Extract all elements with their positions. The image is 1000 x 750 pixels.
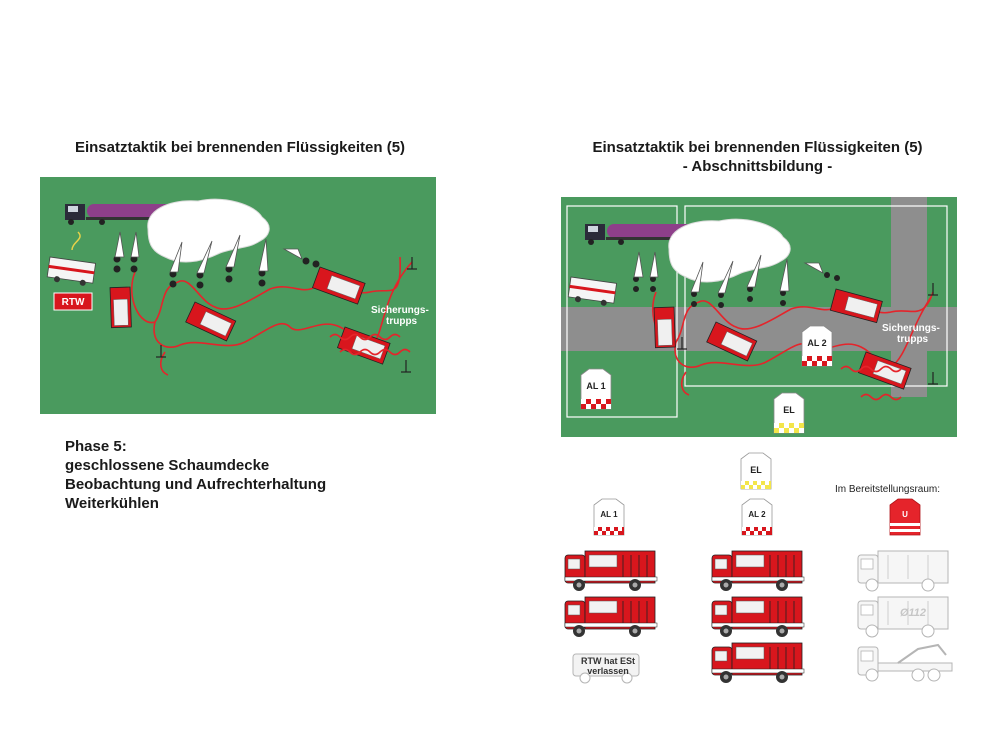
ambulance-icon (46, 256, 97, 286)
legend-vest-al1-icon: AL 1 (593, 498, 625, 536)
hydrant-icon (156, 257, 417, 373)
phase-description: Phase 5: geschlossene Schaumdecke Beobac… (65, 437, 326, 513)
fire-truck-4-icon (336, 326, 391, 365)
legend-vest-el-icon: EL (740, 452, 772, 490)
fire-truck-1-icon (653, 306, 676, 349)
fire-truck-2-icon (185, 301, 237, 342)
phase-line-1: geschlossene Schaumdecke (65, 457, 270, 474)
section-2-boundary (684, 205, 948, 387)
vest-al2-icon: AL 2 (801, 325, 833, 367)
ambulance-icon (567, 276, 618, 306)
safety-teams-label-1: Sicherungs- (371, 305, 429, 316)
vest-al1-icon: AL 1 (580, 368, 612, 410)
ambulance-line (71, 231, 81, 251)
legend-rtw-note-1: RTW hat ESt (581, 656, 635, 666)
legend-vest-al2-icon: AL 2 (741, 498, 773, 536)
phase-heading: Phase 5: (65, 438, 127, 455)
legend-vest-u-icon: U (889, 498, 921, 536)
safety-teams-label-1: Sicherungs- (882, 323, 940, 334)
nozzle-teams (113, 255, 320, 289)
legend-fire-truck-5-icon (711, 642, 805, 684)
legend-fire-truck-3-icon (711, 550, 805, 592)
section-1-boundary (566, 205, 678, 418)
foam-streams (114, 231, 303, 274)
right-diagram-canvas: Sicherungs- trupps AL 1 AL 2 EL (561, 197, 957, 434)
nozzle-teams (633, 272, 840, 308)
rtw-label: RTW (62, 297, 85, 308)
safety-teams-label-2: trupps (897, 334, 929, 345)
legend-standby-crane-truck-icon (857, 643, 953, 682)
right-title-line1: Einsatztaktik bei brennenden Flüssigkeit… (592, 139, 923, 156)
tanker-truck-icon (65, 204, 178, 225)
coiled-hose-1 (329, 333, 401, 341)
left-diagram-canvas: RTW Sicherungs- trupps (46, 198, 429, 376)
foam-blanket-icon (668, 218, 791, 283)
foam-blanket-icon (147, 198, 270, 263)
left-slide-title: Einsatztaktik bei brennenden Flüssigkeit… (40, 138, 440, 157)
right-title-line2: - Abschnittsbildung - (682, 158, 833, 175)
legend-fire-truck-4-icon (711, 596, 805, 638)
right-tactical-diagram: Sicherungs- trupps AL 1 AL 2 EL (561, 197, 957, 437)
safety-teams-label-2: trupps (386, 316, 418, 327)
fire-truck-4-icon (857, 351, 912, 390)
legend-standby-truck-1-icon (857, 550, 949, 592)
legend-fire-truck-2-icon (564, 596, 658, 638)
left-tactical-diagram: RTW Sicherungs- trupps (40, 177, 436, 414)
legend-vest-al2-label: AL 2 (748, 510, 766, 519)
vest-el-icon: EL (773, 392, 805, 434)
resource-legend: EL AL 1 AL 2 U RTW hat ESt verlassen Ø11… (564, 452, 953, 684)
legend-vest-al1-label: AL 1 (600, 510, 618, 519)
phase-line-2: Beobachtung und Aufrechterhaltung (65, 476, 327, 493)
vest-al2-label: AL 2 (807, 338, 826, 348)
phase-line-3: Weiterkühlen (65, 495, 159, 512)
legend-vest-u-label: U (902, 510, 908, 519)
fire-truck-3-icon (829, 288, 883, 324)
vest-el-label: EL (783, 405, 795, 415)
left-title-text: Einsatztaktik bei brennenden Flüssigkeit… (74, 139, 406, 156)
hydrant-icon (677, 283, 938, 385)
coiled-hose-2 (339, 348, 411, 356)
legend-standby-truck-2-icon: Ø112 (857, 596, 949, 638)
rtw-badge (53, 292, 93, 311)
vest-al1-label: AL 1 (586, 381, 605, 391)
coiled-hose-2 (860, 393, 902, 401)
legend-truck-112-label: Ø112 (900, 607, 926, 619)
legend-ambulance-icon: RTW hat ESt verlassen (572, 653, 640, 684)
legend-fire-truck-1-icon (564, 550, 658, 592)
staging-area-label: Im Bereitstellungsraum: (835, 484, 941, 495)
right-slide-title: Einsatztaktik bei brennenden Flüssigkeit… (550, 138, 965, 176)
foam-streams (633, 251, 824, 294)
legend-vest-el-label: EL (750, 465, 762, 475)
coiled-hose-1 (840, 365, 902, 373)
legend-rtw-note-2: verlassen (587, 666, 629, 676)
fire-truck-2-icon (706, 321, 758, 362)
fire-truck-3-icon (311, 266, 366, 305)
fire-truck-1-icon (109, 286, 132, 329)
